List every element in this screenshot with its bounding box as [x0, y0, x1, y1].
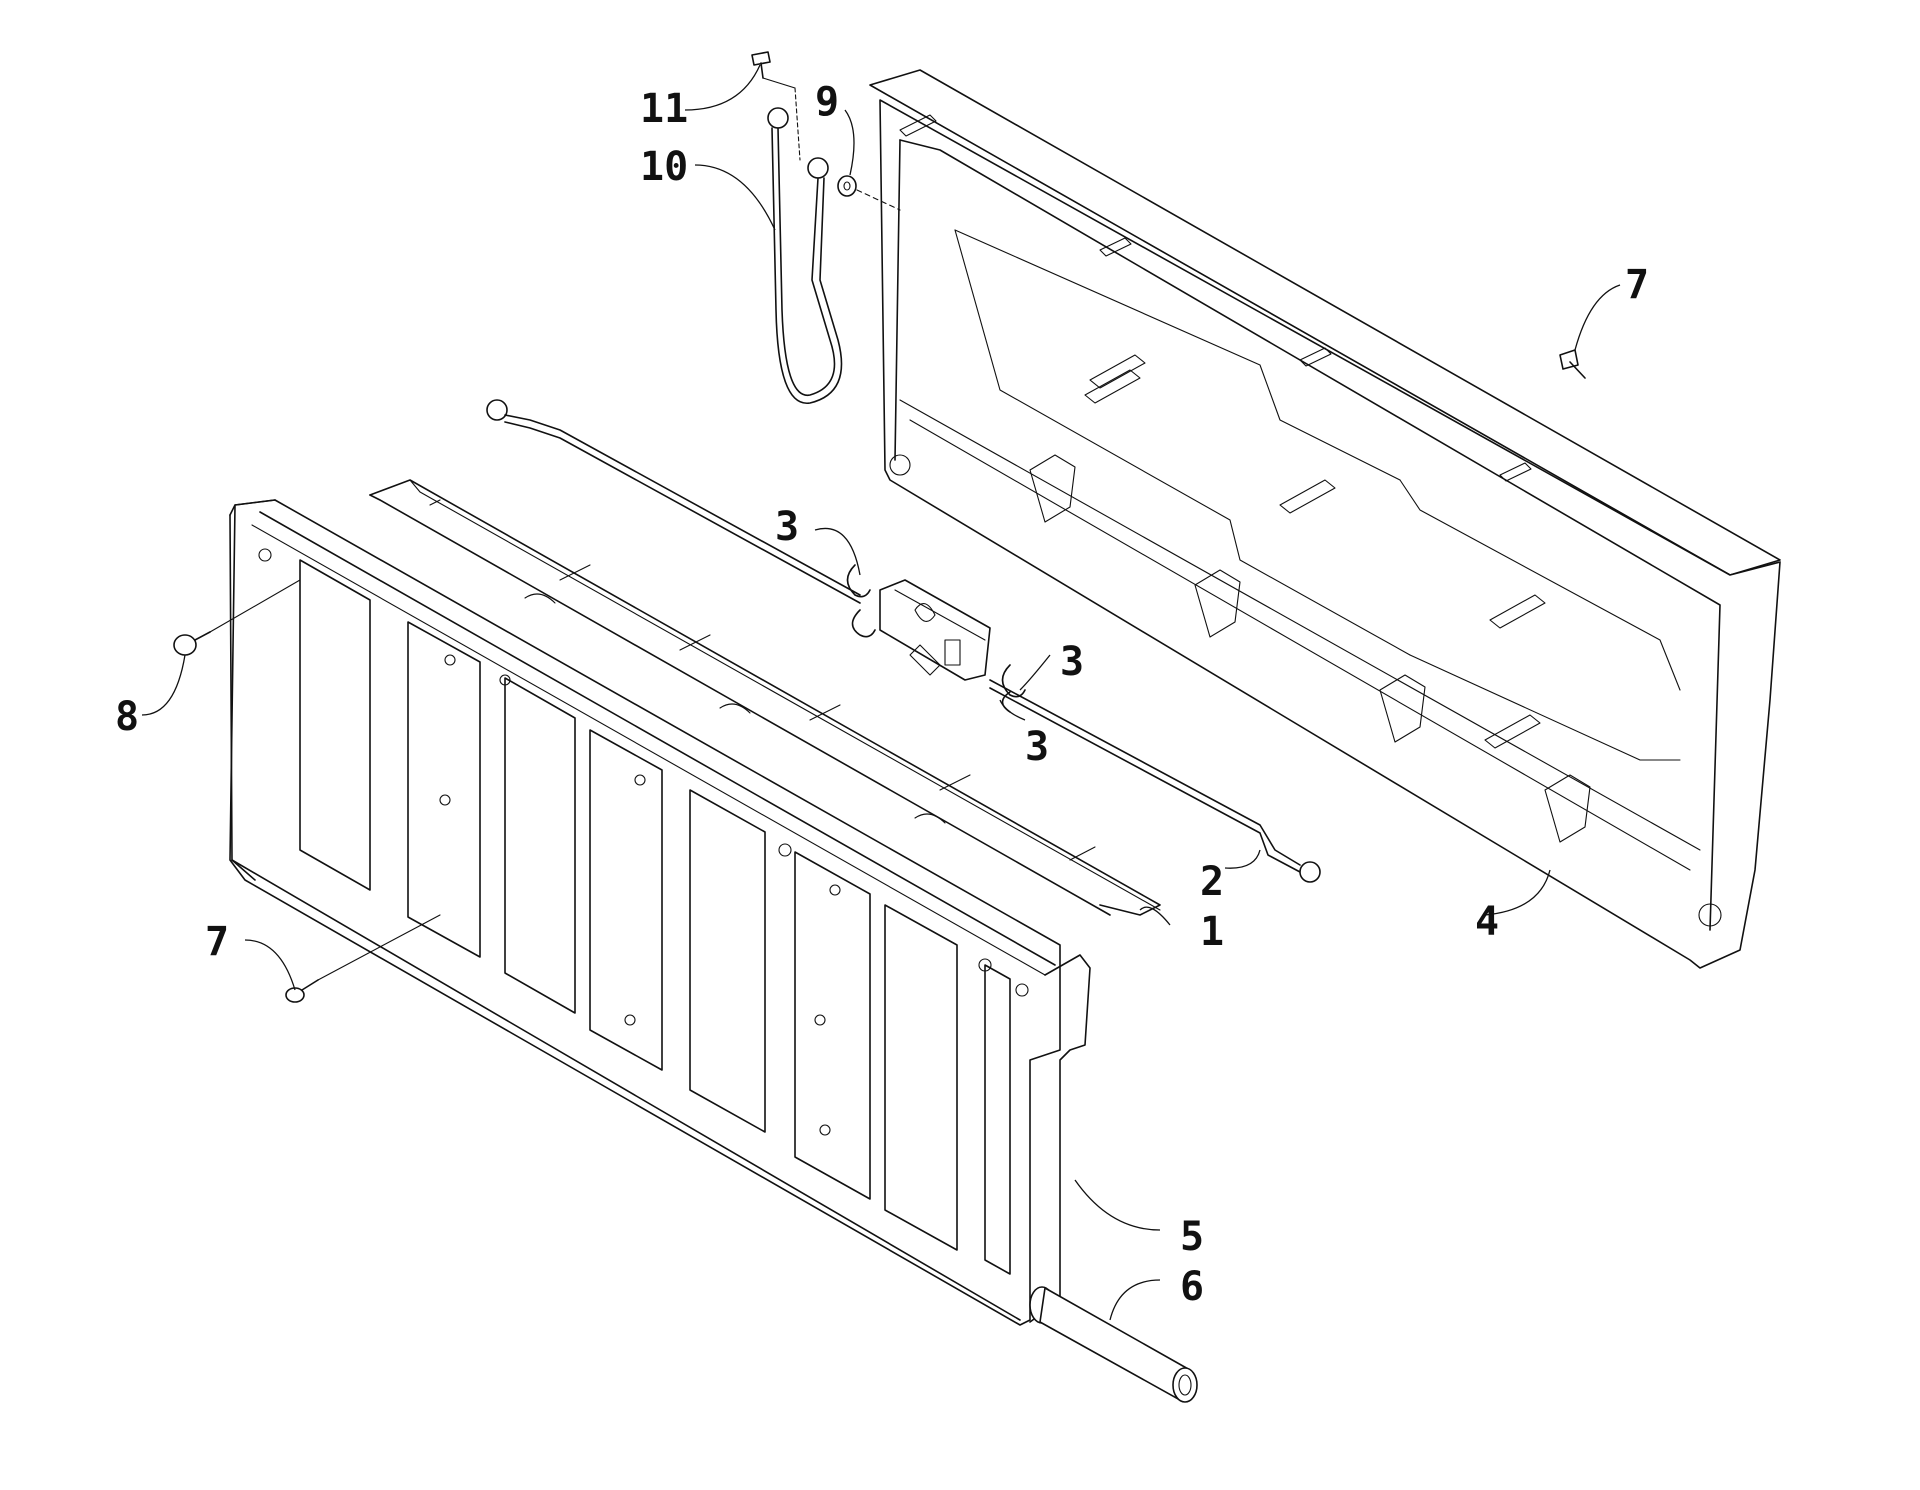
support-cable: [767, 107, 843, 404]
callout-11: 11: [640, 86, 688, 132]
hinge-rod: [1029, 1286, 1198, 1403]
screw-lower: [285, 979, 319, 1003]
callout-7-upper: 7: [1625, 262, 1649, 308]
reinforcement-channel: [369, 479, 1161, 916]
latch-rod-assembly: [486, 399, 1321, 883]
tailgate-outer-panel: [229, 499, 1091, 1326]
callout-3-lower: 3: [1025, 724, 1049, 770]
push-rivet: [173, 631, 211, 656]
callout-8: 8: [115, 694, 139, 740]
callout-9: 9: [815, 79, 839, 125]
washer: [837, 175, 857, 197]
screw-upper: [1559, 349, 1586, 379]
callout-1: 1: [1200, 909, 1224, 955]
callout-3-upper: 3: [775, 504, 799, 550]
callout-2: 2: [1200, 859, 1224, 905]
callout-7-lower: 7: [205, 919, 229, 965]
callout-6: 6: [1180, 1264, 1204, 1310]
callout-4: 4: [1475, 899, 1499, 945]
tailgate-inner-shell: [869, 69, 1781, 969]
callout-10: 10: [640, 144, 688, 190]
callout-5: 5: [1180, 1214, 1204, 1260]
bolt: [751, 51, 771, 79]
callout-3-right: 3: [1060, 639, 1084, 685]
callout-labels: 1 2 3 3 3 4 5 6 7 7 8 9 10 11: [115, 79, 1649, 1310]
leader-lines: [141, 64, 1621, 1321]
